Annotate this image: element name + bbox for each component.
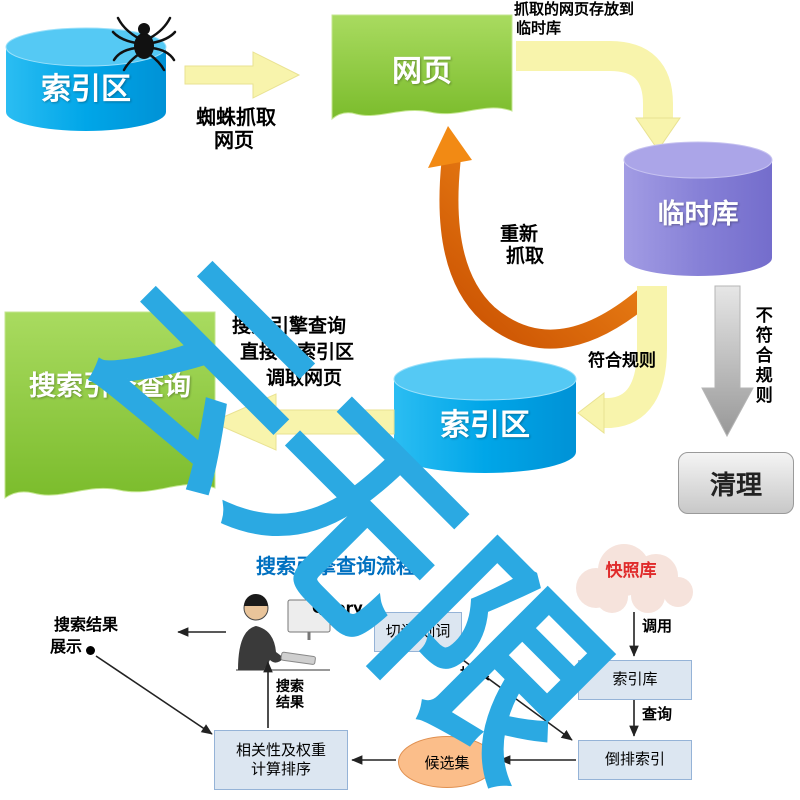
recrawl-label-line2: 抓取 (506, 245, 545, 267)
user-at-computer-icon (236, 594, 331, 671)
retrieve-label: 检索 (460, 665, 491, 683)
index-db-2-label: 索引区 (440, 408, 530, 443)
crawl-label-line1: 蜘蛛抓取 (196, 105, 276, 129)
user-result-line2: 展示 (50, 637, 83, 656)
query-arrow (210, 393, 395, 451)
inverted-index-box: 倒排索引 (578, 740, 692, 780)
rank-box: 相关性及权重 计算排序 (214, 730, 348, 790)
return-label-line2: 结果 (276, 695, 304, 711)
bottom-title: 搜索引擎查询流程 (256, 554, 416, 578)
snapshot-cloud-shape (576, 544, 693, 613)
recrawl-arrow (428, 126, 655, 349)
query-page-shape (4, 311, 216, 499)
crawl-label-line2: 网页 (214, 128, 254, 152)
flow-arrows (95, 612, 639, 765)
index-db-1-label: 索引区 (41, 72, 131, 107)
temp-db-cylinder (623, 141, 773, 276)
rule-pass-label: 符合规则 (588, 351, 656, 371)
query-page-label: 搜索引擎查询 (29, 371, 191, 402)
store-note-line2: 临时库 (516, 19, 562, 37)
crawl-arrow (184, 51, 301, 99)
index-store-box: 索引库 (578, 660, 692, 700)
rule-fail-arrow (701, 285, 754, 438)
spider-icon (111, 16, 177, 72)
candidate-cloud: 候选集 (398, 736, 496, 788)
query-note-line1: 搜索引擎查询 (232, 315, 347, 337)
return-label-line1: 搜索 (276, 679, 304, 695)
query-edge-label: 查询 (642, 705, 673, 723)
snapshot-cloud-label: 快照库 (605, 561, 657, 581)
webpage-label: 网页 (392, 54, 452, 89)
clean-box: 清理 (678, 452, 794, 514)
segment-box: 切词 划词 (374, 612, 462, 652)
query-text: Query (312, 599, 363, 617)
recrawl-label-line1: 重新 (500, 223, 539, 245)
query-note-line3: 调取网页 (266, 367, 343, 389)
temp-db-label: 临时库 (657, 199, 739, 230)
bullet-dot (86, 646, 95, 655)
call-label: 调用 (642, 617, 673, 635)
rule-pass-arrow (577, 286, 667, 435)
store-note-line1: 抓取的网页存放到 (514, 0, 635, 18)
store-arrow (516, 41, 681, 151)
rule-fail-label: 不符合规则 (751, 306, 772, 406)
rank-box-line1: 相关性及权重 (235, 740, 326, 759)
rank-box-line2: 计算排序 (250, 760, 311, 778)
webpage-shape (331, 14, 513, 121)
user-result-line1: 搜索结果 (54, 615, 119, 634)
query-note-line2: 直接在索引区 (240, 341, 355, 363)
index-db-2-cylinder (393, 357, 577, 473)
